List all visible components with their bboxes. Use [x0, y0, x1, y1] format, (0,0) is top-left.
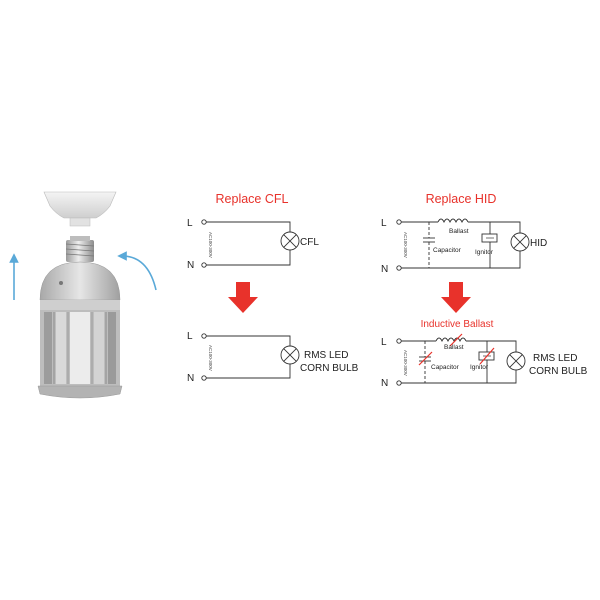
- voltage-label: AC100-300V: [208, 232, 213, 258]
- cfl-load-label: CFL: [300, 237, 319, 248]
- lamp-symbol-icon: [506, 351, 526, 371]
- capacitor-label: Capacitor: [433, 247, 462, 254]
- line-label: L: [381, 218, 387, 229]
- inductive-ballast-label: Inductive Ballast: [421, 319, 494, 330]
- remove-mark: [479, 347, 495, 365]
- voltage-label: AC100-300V: [208, 345, 213, 371]
- remove-mark: [418, 351, 433, 366]
- neutral-label: N: [381, 378, 388, 389]
- screw-base: [65, 236, 95, 262]
- cfl-panel-title: Replace CFL: [216, 192, 289, 206]
- remove-mark: [449, 333, 463, 347]
- neutral-label: N: [187, 373, 194, 384]
- heatsink-fins: [40, 300, 120, 386]
- corn-bulb-illustration: [9, 191, 157, 399]
- neutral-label: N: [187, 260, 194, 271]
- capacitor-symbol: [423, 237, 435, 243]
- down-arrow-icon: [228, 282, 258, 313]
- hid-after-circuit: L N AC100-300V Ballast Capacitor: [381, 333, 588, 389]
- cfl-before-circuit: L N AC100-300V CFL: [187, 218, 319, 271]
- ballast-label: Ballast: [444, 344, 464, 351]
- hid-panel: Replace HID L N AC100-300V Ballast Capac…: [381, 192, 588, 389]
- voltage-label: AC100-300V: [403, 232, 408, 258]
- led-load-label-line2: CORN BULB: [300, 363, 359, 374]
- down-arrow-icon: [441, 282, 471, 313]
- cfl-after-circuit: L N AC100-300V RMS LED CORN BULB: [187, 331, 359, 384]
- led-load-label-line1: RMS LED: [533, 353, 577, 364]
- ignitor-label: Ignitor: [470, 364, 489, 371]
- ballast-label: Ballast: [449, 228, 469, 235]
- hid-load-label: HID: [530, 238, 547, 249]
- lamp-symbol-icon: [280, 231, 300, 251]
- neutral-label: N: [381, 264, 388, 275]
- cfl-panel: Replace CFL L N AC100-300V CFL L N AC: [187, 192, 359, 384]
- line-label: L: [381, 337, 387, 348]
- ignitor-label: Ignitor: [475, 249, 494, 256]
- line-label: L: [187, 218, 193, 229]
- lamp-symbol-icon: [510, 232, 530, 252]
- led-load-label-line2: CORN BULB: [529, 366, 588, 377]
- hid-before-circuit: L N AC100-300V Ballast Capacitor: [381, 218, 547, 275]
- capacitor-label: Capacitor: [431, 364, 460, 371]
- voltage-label: AC100-300V: [403, 350, 408, 376]
- rotate-arrow-icon: [117, 251, 157, 291]
- socket-fixture: [43, 191, 117, 219]
- inductor-symbol: [435, 337, 467, 343]
- led-load-label-line1: RMS LED: [304, 350, 348, 361]
- line-label: L: [187, 331, 193, 342]
- lamp-symbol-icon: [280, 345, 300, 365]
- inductor-symbol: [437, 218, 469, 224]
- hid-panel-title: Replace HID: [426, 192, 497, 206]
